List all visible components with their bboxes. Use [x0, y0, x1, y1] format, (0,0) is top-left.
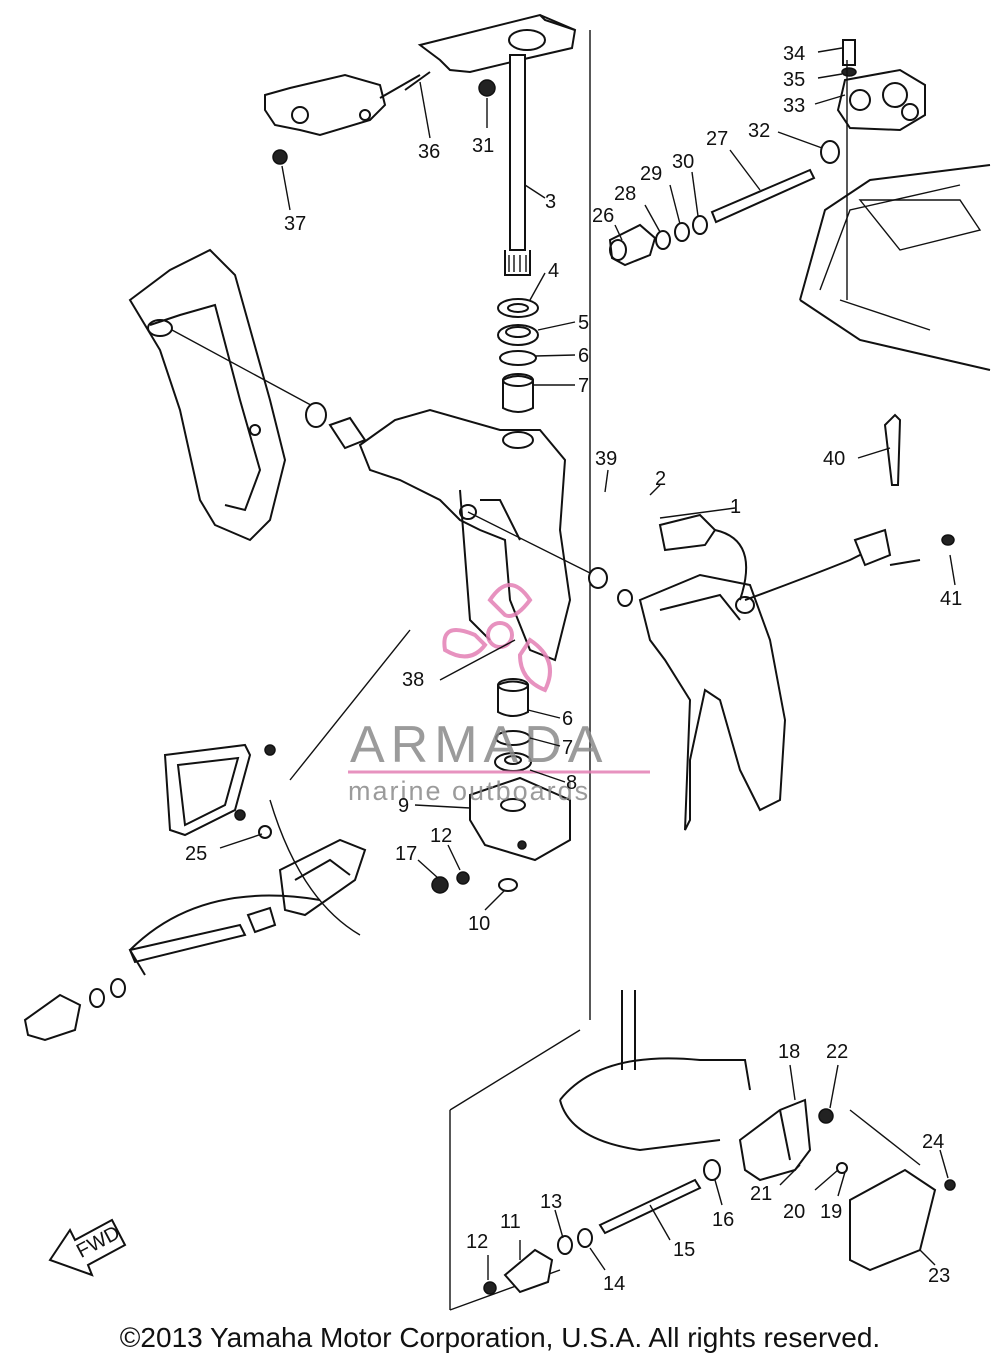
callout-14: 14 — [603, 1273, 625, 1295]
callout-35: 35 — [783, 69, 805, 91]
upper-clamp-bracket — [799, 39, 991, 371]
lower-mount-left — [23, 629, 411, 1042]
callout-3: 3 — [545, 191, 556, 213]
callout-13: 13 — [540, 1191, 562, 1213]
callout-20: 20 — [783, 1201, 805, 1223]
callout-39: 39 — [595, 448, 617, 470]
callout-40: 40 — [823, 448, 845, 470]
callout-18: 18 — [778, 1041, 800, 1063]
upper-mount-assembly — [608, 140, 840, 267]
copyright-notice: ©2013 Yamaha Motor Corporation, U.S.A. A… — [119, 1322, 881, 1353]
callout-6a: 7 — [578, 375, 589, 397]
cable-tie — [883, 413, 902, 486]
tiller-bracket — [264, 71, 496, 165]
callout-26: 26 — [592, 205, 614, 227]
upper-bushing-stack — [497, 298, 539, 413]
swivel-bracket-left — [128, 248, 321, 542]
callout-34: 34 — [783, 43, 805, 65]
callout-11: 11 — [500, 1211, 521, 1233]
callout-7a: 6 — [578, 345, 589, 367]
callout-labels: 1 2 3 4 5 6 7 6 7 8 9 10 11 12 12 13 14 … — [185, 43, 962, 1295]
callout-19: 19 — [820, 1201, 842, 1223]
forward-direction-arrow: FWD — [48, 1218, 127, 1277]
callout-4: 4 — [548, 260, 559, 282]
callout-10: 10 — [468, 913, 490, 935]
callout-1: 1 — [730, 496, 741, 518]
clamp-bracket-right — [588, 513, 955, 831]
callout-31: 31 — [472, 135, 494, 157]
callout-9: 9 — [398, 795, 409, 817]
callout-7b: 7 — [562, 737, 573, 759]
callout-12b: 12 — [466, 1231, 488, 1253]
watermark-tagline: marine outboards — [348, 776, 590, 806]
callout-16: 16 — [712, 1209, 734, 1231]
lower-unit-mount — [449, 990, 956, 1311]
callout-15: 15 — [673, 1239, 695, 1261]
callout-37: 37 — [284, 213, 306, 235]
callout-2: 2 — [655, 468, 666, 490]
callout-12a: 12 — [430, 825, 452, 847]
armada-watermark: ARMADA marine outboards — [348, 583, 650, 806]
callout-23: 23 — [928, 1265, 950, 1287]
watermark-brand: ARMADA — [350, 716, 608, 774]
callout-21: 21 — [750, 1183, 772, 1205]
propeller-logo-icon — [442, 583, 552, 693]
callout-5: 5 — [578, 312, 589, 334]
callout-28: 28 — [614, 183, 636, 205]
callout-33: 33 — [783, 95, 805, 117]
callout-22: 22 — [826, 1041, 848, 1063]
callout-6b: 6 — [562, 708, 573, 730]
lower-bushing-stack — [431, 678, 571, 894]
callout-25: 25 — [185, 843, 207, 865]
callout-30: 30 — [672, 151, 694, 173]
callout-41: 41 — [940, 588, 962, 610]
callout-24: 24 — [922, 1131, 944, 1153]
swivel-bracket-center — [305, 402, 601, 662]
steering-arm-assembly — [417, 13, 591, 1020]
callout-32: 32 — [748, 120, 770, 142]
callout-38: 38 — [402, 669, 424, 691]
callout-8: 8 — [566, 772, 577, 794]
callout-27: 27 — [706, 128, 728, 150]
callout-17: 17 — [395, 843, 417, 865]
callout-36: 36 — [418, 141, 440, 163]
callout-29: 29 — [640, 163, 662, 185]
